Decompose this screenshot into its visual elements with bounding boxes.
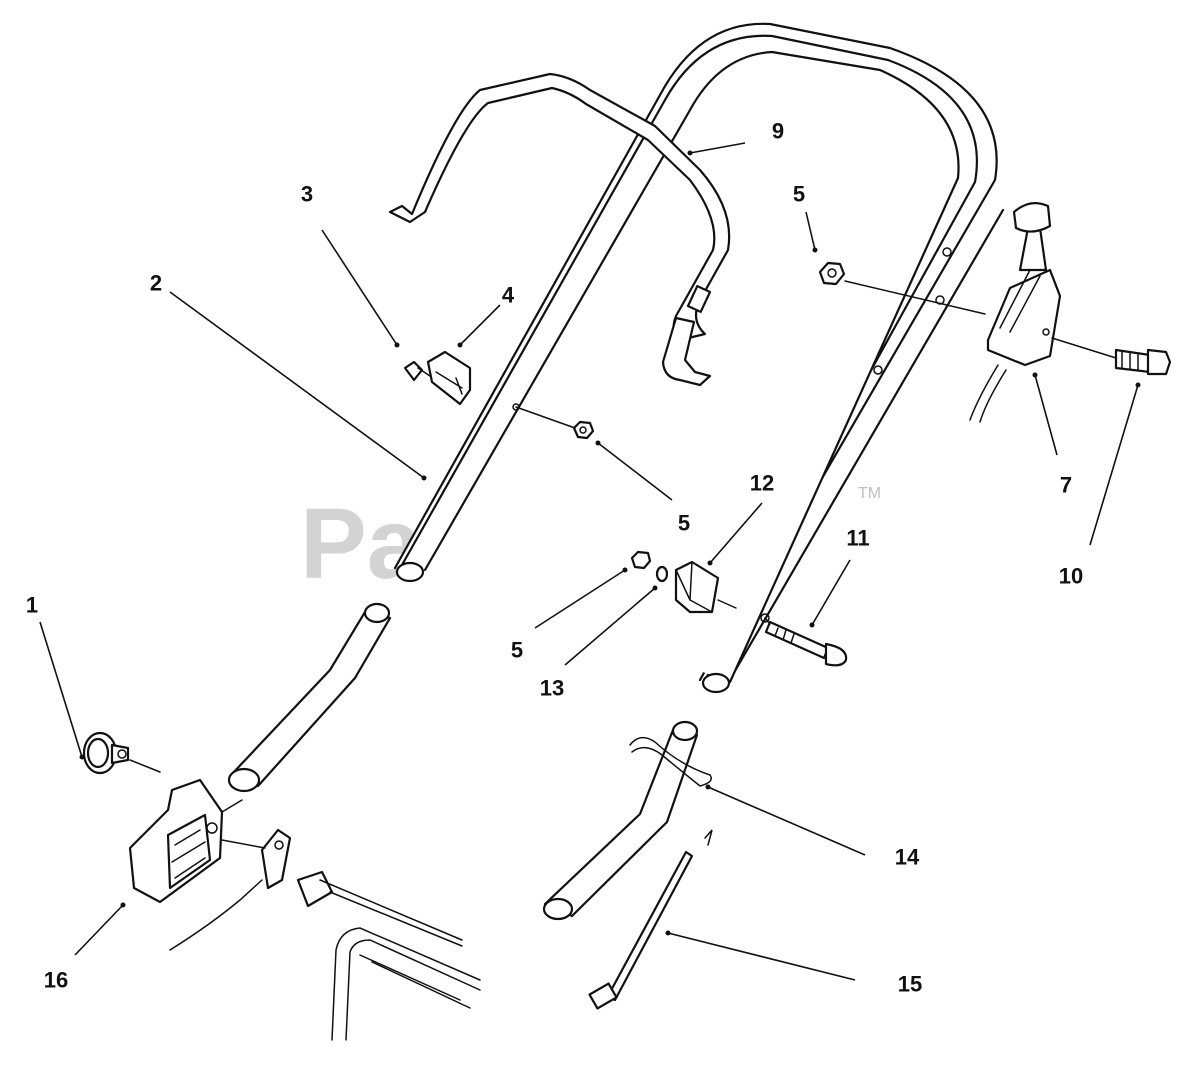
callout-5-middle: 5	[678, 511, 690, 536]
lower-handle-left[interactable]	[227, 602, 392, 793]
throttle-rod[interactable]	[588, 829, 713, 1010]
carriage-bolt-11[interactable]	[764, 620, 848, 667]
assembly-lines	[129, 280, 1117, 849]
nut-5-lower[interactable]	[630, 550, 652, 570]
mower-deck	[331, 927, 481, 1041]
callout-13: 13	[540, 676, 564, 701]
handle-knob[interactable]	[82, 731, 130, 775]
callout-labels: 1 2 3 4 5 5 5 7 9 10 11 12 13 14 15 16	[26, 119, 1083, 997]
nut-5-upper[interactable]	[818, 261, 846, 286]
watermark-trademark: TM	[858, 485, 881, 502]
callout-16: 16	[44, 968, 68, 993]
callout-14: 14	[895, 845, 920, 870]
callout-4: 4	[502, 283, 515, 308]
callout-5-lower: 5	[511, 638, 523, 663]
screw-3[interactable]	[403, 360, 431, 382]
cable-clip-4[interactable]	[426, 350, 472, 406]
callout-15: 15	[898, 972, 922, 997]
callout-3: 3	[301, 182, 313, 207]
control-bail[interactable]	[388, 72, 731, 387]
washer-13[interactable]	[655, 565, 669, 583]
callout-11: 11	[846, 526, 869, 551]
handle-bracket[interactable]	[128, 778, 263, 951]
callout-10: 10	[1059, 564, 1083, 589]
callout-12: 12	[750, 471, 774, 496]
callout-9: 9	[772, 119, 784, 144]
callout-2: 2	[150, 271, 162, 296]
throttle-control[interactable]	[969, 201, 1062, 423]
leader-lines	[39, 142, 1139, 981]
callout-5-upper: 5	[793, 182, 805, 207]
nut-5-middle[interactable]	[572, 420, 595, 440]
callout-1: 1	[26, 593, 38, 618]
cable-bracket[interactable]	[260, 828, 463, 947]
spacer-block-12[interactable]	[674, 560, 720, 614]
callout-7: 7	[1060, 473, 1072, 498]
lower-handle-right[interactable]	[542, 720, 699, 921]
bolt-10[interactable]	[1114, 348, 1172, 376]
hairpin-clip[interactable]	[629, 736, 712, 787]
leader-dots	[79, 150, 1141, 936]
